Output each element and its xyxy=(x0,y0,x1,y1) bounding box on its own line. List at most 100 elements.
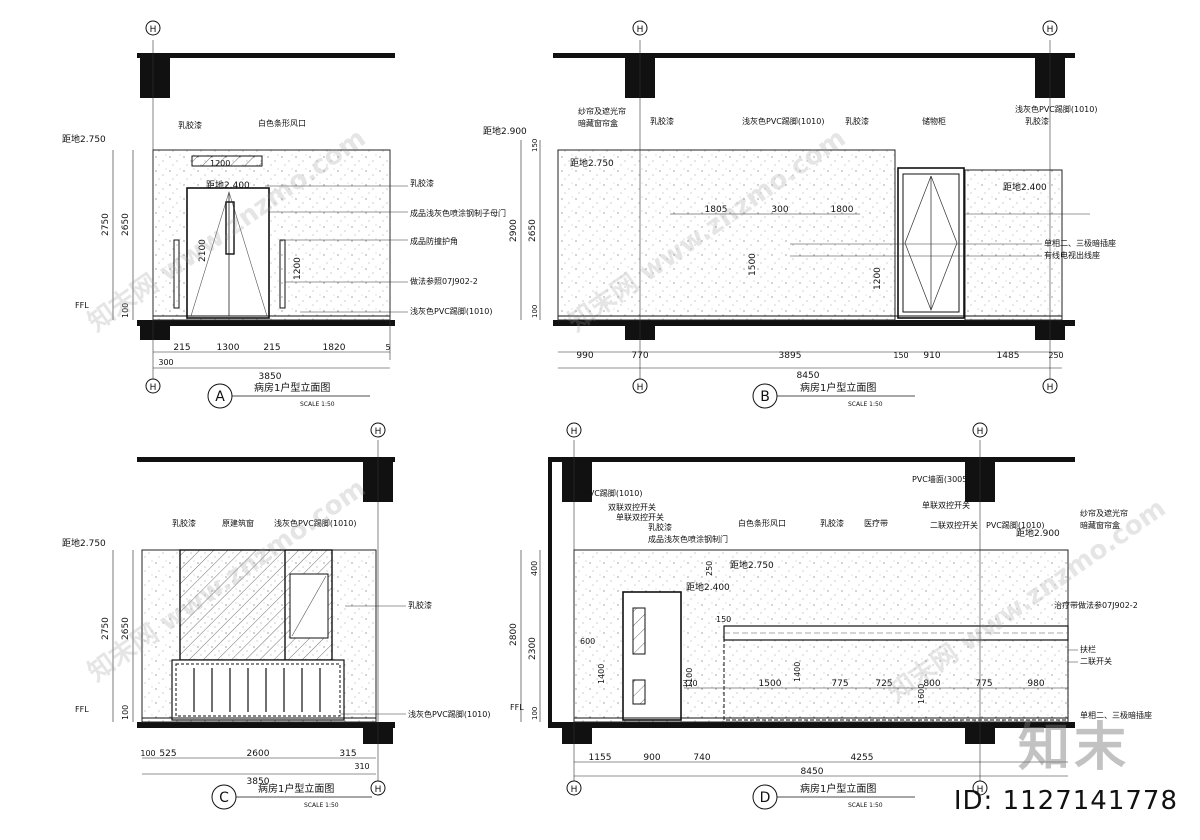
dim-a-3850: 3850 xyxy=(259,372,282,382)
dim-d-775: 775 xyxy=(831,679,848,689)
dim-a-215: 215 xyxy=(173,343,190,353)
dim-d-2800: 2800 xyxy=(509,623,519,646)
label-d-hold: 扶栏 xyxy=(1080,644,1096,654)
label-d-door: 成品浅灰色喷涂钢制门 xyxy=(648,534,728,544)
label-d-paint2: 乳胶漆 xyxy=(820,518,844,528)
label-d-h2750: 距地2.750 xyxy=(730,559,774,571)
label-d-medical: 医疗带 xyxy=(864,518,888,528)
dim-b-770: 770 xyxy=(631,351,648,361)
label-d-pvc-wall: PVC墙面(3005) xyxy=(912,474,970,484)
panel-c-title: 病房1户型立面图 xyxy=(258,782,334,795)
dim-c-2600: 2600 xyxy=(247,749,270,759)
panel-d-letter: D xyxy=(760,790,771,806)
dim-a-100: 100 xyxy=(121,303,130,318)
dim-d-100: 100 xyxy=(531,707,539,720)
dim-d-740: 740 xyxy=(693,753,710,763)
panel-b: H H H H 150 2900 2650 1500 1200 100 1805… xyxy=(483,20,1116,409)
label-d-dual: 双联双控开关 xyxy=(608,502,656,512)
label-b-cabinet: 储物柜 xyxy=(922,116,946,126)
label-b-box: 暗藏窗帘盒 xyxy=(578,118,618,128)
dim-b-150: 150 xyxy=(531,139,539,152)
panel-b-title: 病房1户型立面图 xyxy=(800,381,876,394)
label-d-pvc: PVC踢脚(1010) xyxy=(584,488,642,498)
dim-b-250: 250 xyxy=(1048,351,1063,360)
axis-b-top-left: H xyxy=(637,25,644,35)
label-c-paint: 乳胶漆 xyxy=(172,518,196,528)
panel-c-scale: SCALE 1:50 xyxy=(304,802,339,809)
dim-b-100: 100 xyxy=(531,305,539,318)
dim-d-775b: 775 xyxy=(975,679,992,689)
dim-d-900: 900 xyxy=(643,753,660,763)
panel-a: H H 2750 2650 100 2100 1200 距地2.750 距地2.… xyxy=(62,20,506,409)
label-a-paint2: 乳胶漆 xyxy=(410,178,434,188)
label-a-h2400: 距地2.400 xyxy=(206,179,250,191)
label-a-vent: 白色条形风口 xyxy=(258,118,306,128)
dim-b-1200: 1200 xyxy=(873,267,883,290)
label-b-curtain: 纱帘及遮光帘 xyxy=(578,106,626,116)
dim-c-2650: 2650 xyxy=(121,617,131,640)
dim-d-1155: 1155 xyxy=(589,753,612,763)
label-d-vent: 白色条形风口 xyxy=(738,518,786,528)
dim-b-2650: 2650 xyxy=(528,219,538,242)
panel-b-letter: B xyxy=(760,389,770,405)
dim-b-1485: 1485 xyxy=(997,351,1020,361)
dim-d-1500: 1500 xyxy=(759,679,782,689)
label-d-medical-method: 治疗带做法参07J902-2 xyxy=(1054,600,1138,610)
label-b-paint3: 乳胶漆 xyxy=(1025,116,1049,126)
dim-b-3895: 3895 xyxy=(779,351,802,361)
axis-d-top-left: H xyxy=(571,427,578,437)
label-a-paint: 乳胶漆 xyxy=(178,120,202,130)
axis-b-bot-right: H xyxy=(1047,383,1054,393)
dim-a-2100: 2100 xyxy=(198,239,208,262)
dim-d-980: 980 xyxy=(1027,679,1044,689)
label-b-h2750: 距地2.750 xyxy=(570,157,614,169)
dim-b-910: 910 xyxy=(923,351,940,361)
panel-c: H H 2750 2650 100 距地2.750 FFL 乳胶漆 原建筑窗 浅… xyxy=(62,422,490,810)
label-a-method: 做法参照07J902-2 xyxy=(410,276,478,286)
axis-d-bot-right: H xyxy=(977,785,984,795)
panel-d-scale: SCALE 1:50 xyxy=(848,802,883,809)
panel-a-title: 病房1户型立面图 xyxy=(254,381,330,394)
axis-d-top-right: H xyxy=(977,427,984,437)
label-c-window: 原建筑窗 xyxy=(222,518,254,528)
label-d-two-ctrl: 二联双控开关 xyxy=(930,520,978,530)
dim-a-300: 300 xyxy=(158,358,173,367)
dim-a-1200-top: 1200 xyxy=(210,159,230,168)
label-b-skirting2: 浅灰色PVC踢脚(1010) xyxy=(1015,104,1097,114)
dim-c-100-h: 100 xyxy=(140,749,155,758)
brand-logo: 知末 xyxy=(1017,718,1130,778)
label-d-curtain: 纱帘及遮光帘 xyxy=(1080,508,1128,518)
dim-a-2750: 2750 xyxy=(101,213,111,236)
dim-d-600: 600 xyxy=(580,637,595,646)
dim-b-300: 300 xyxy=(771,205,788,215)
label-c-paint2: 乳胶漆 xyxy=(408,600,432,610)
dim-d-1400b: 1400 xyxy=(793,662,802,682)
dim-d-725: 725 xyxy=(875,679,892,689)
label-d-ffl: FFL xyxy=(510,703,524,712)
panel-d-title: 病房1户型立面图 xyxy=(800,782,876,795)
label-a-corner: 成品防撞护角 xyxy=(410,236,458,246)
dim-b-2900: 2900 xyxy=(509,219,519,242)
dim-c-310: 310 xyxy=(354,762,369,771)
image-id-label: ID: 1127141778 xyxy=(953,786,1178,816)
dim-d-150: 150 xyxy=(716,615,731,624)
dim-d-370: 370 xyxy=(682,679,697,688)
label-d-pvc2: PVC踢脚(1010) xyxy=(986,520,1044,530)
label-b-h2900: 距地2.900 xyxy=(483,125,527,137)
dim-a-5: 5 xyxy=(385,343,390,352)
dim-b-8450: 8450 xyxy=(797,371,820,381)
label-d-single2: 单联双控开关 xyxy=(922,500,970,510)
dim-a-1820: 1820 xyxy=(323,343,346,353)
label-b-socket: 单相二、三极暗插座 xyxy=(1044,238,1116,248)
dim-b-1800: 1800 xyxy=(831,205,854,215)
dim-b-990: 990 xyxy=(576,351,593,361)
label-c-skirting2: 浅灰色PVC踢脚(1010) xyxy=(408,709,490,719)
dim-d-4255: 4255 xyxy=(851,753,874,763)
axis-b-top-right: H xyxy=(1047,25,1054,35)
axis-c-bottom: H xyxy=(375,785,382,795)
dim-c-100: 100 xyxy=(121,705,130,720)
axis-b-bot-left: H xyxy=(637,383,644,393)
panel-b-scale: SCALE 1:50 xyxy=(848,401,883,408)
dim-d-2300: 2300 xyxy=(528,637,538,660)
